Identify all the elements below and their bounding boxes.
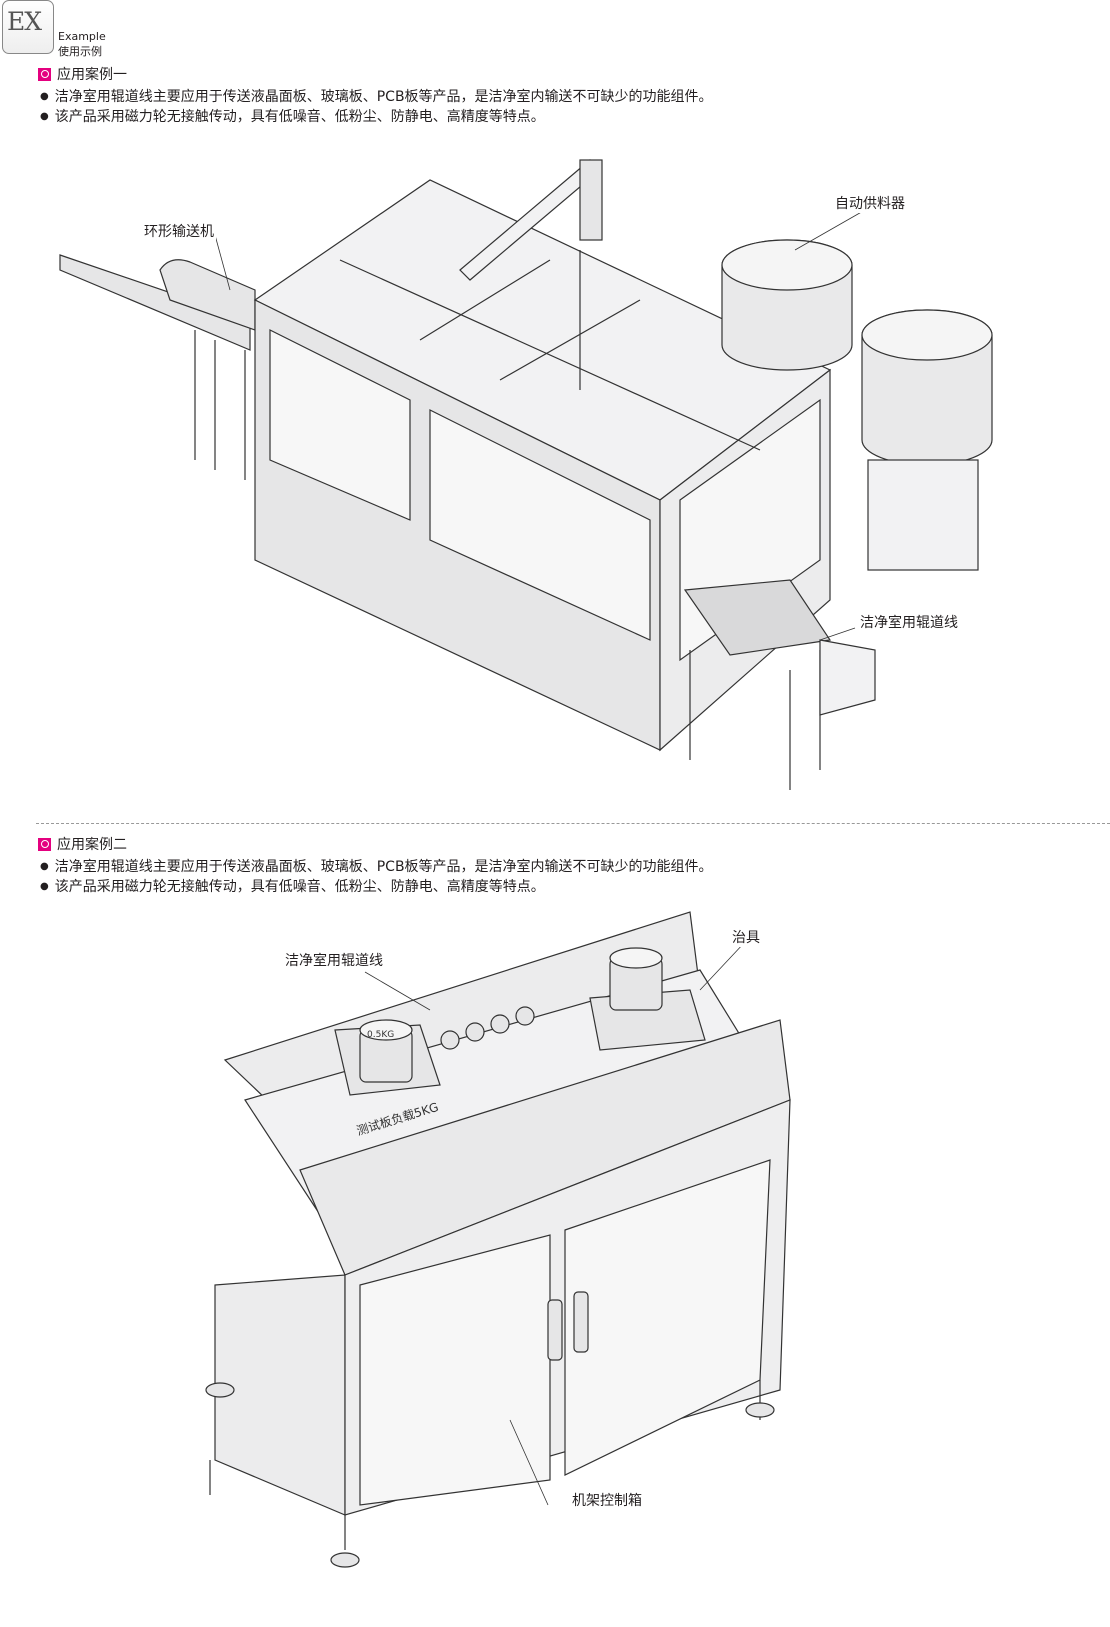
subtitle-cn: 使用示例 [58,45,102,58]
label-fixture: 治具 [730,927,762,947]
label-roller-line: 洁净室用辊道线 [858,612,960,632]
illustration-1 [59,159,993,790]
section-divider [36,823,1110,824]
section-1-bullet: 洁净室用辊道线主要应用于传送液晶面板、玻璃板、PCB板等产品，是洁净室内输送不可… [40,86,713,106]
label-ring-conveyor: 环形输送机 [142,221,216,241]
ex-logo: EX [2,0,54,54]
label-roller-line-2: 洁净室用辊道线 [283,950,385,970]
label-auto-feeder: 自动供料器 [833,193,907,213]
illustration-2 [205,911,791,1568]
section-1-title: 应用案例一 [38,64,127,84]
circle-square-icon [38,67,51,81]
label-cabinet: 机架控制箱 [570,1490,644,1510]
circle-square-icon [38,837,51,851]
section-2-title: 应用案例二 [38,834,127,854]
weight-marking: 0.5KG [367,1030,395,1040]
section-2-bullet: 洁净室用辊道线主要应用于传送液晶面板、玻璃板、PCB板等产品，是洁净室内输送不可… [40,856,713,876]
section-2-bullet: 该产品采用磁力轮无接触传动，具有低噪音、低粉尘、防静电、高精度等特点。 [40,876,545,896]
section-1-bullet: 该产品采用磁力轮无接触传动，具有低噪音、低粉尘、防静电、高精度等特点。 [40,106,545,126]
subtitle-en: Example [58,30,106,43]
